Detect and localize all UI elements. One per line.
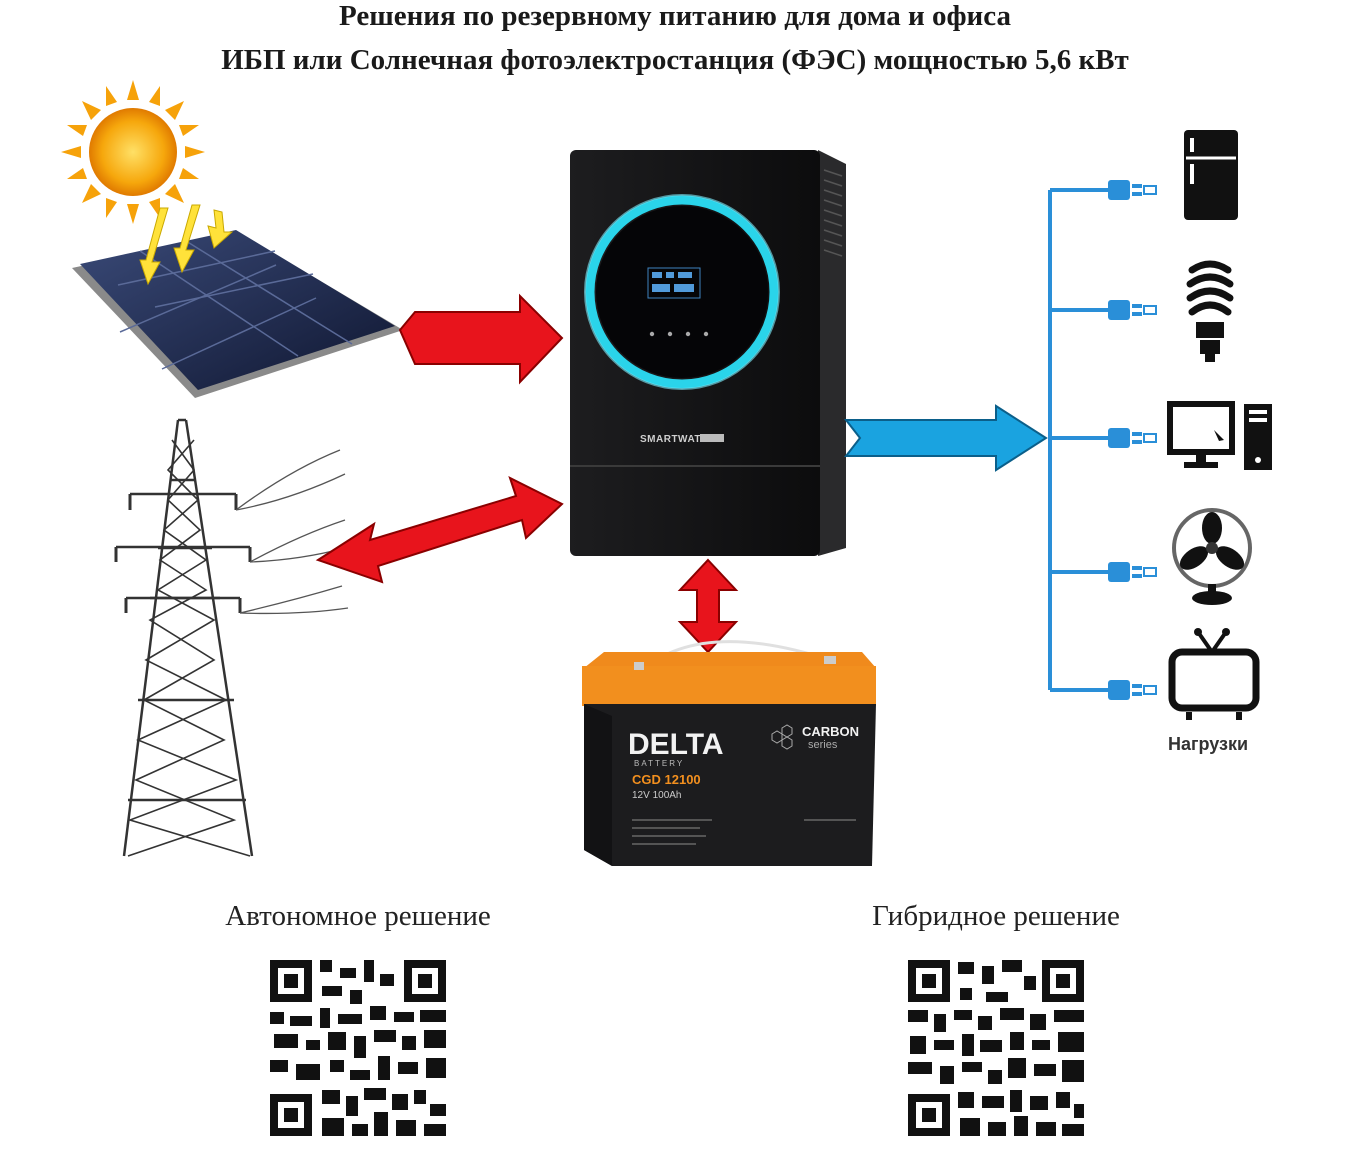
sun-icon bbox=[61, 80, 205, 224]
load-bus bbox=[1048, 188, 1110, 692]
solar-panel-icon bbox=[72, 230, 403, 398]
inverter-icon: SMARTWATT bbox=[570, 150, 846, 556]
battery-icon: DELTA BATTERY CARBON series CGD 12100 12… bbox=[582, 640, 876, 866]
computer-icon bbox=[1167, 401, 1272, 470]
fan-icon bbox=[1172, 508, 1252, 605]
battery-spec: 12V 100Ah bbox=[632, 790, 682, 801]
battery-brand-sub: BATTERY bbox=[634, 759, 684, 768]
tv-icon bbox=[1168, 628, 1260, 720]
page-title: Решения по резервному питанию для дома и… bbox=[339, 0, 1011, 32]
carbon-hex-icon bbox=[771, 724, 793, 750]
page-subtitle: ИБП или Солнечная фотоэлектростанция (ФЭ… bbox=[221, 44, 1129, 76]
autonomous-caption: Автономное решение bbox=[225, 900, 491, 932]
inverter-battery-arrow bbox=[677, 558, 739, 654]
qr-code-right[interactable] bbox=[908, 960, 1084, 1136]
qr-code-left[interactable] bbox=[270, 960, 446, 1136]
solar-to-inverter-arrow bbox=[398, 293, 564, 385]
fridge-icon bbox=[1184, 130, 1238, 220]
grid-inverter-arrow bbox=[315, 476, 564, 584]
lamp-icon bbox=[1186, 260, 1234, 362]
power-tower-icon bbox=[114, 418, 254, 857]
sun-ray-arrows bbox=[139, 204, 234, 286]
battery-brand: DELTA bbox=[628, 728, 724, 761]
hybrid-caption: Гибридное решение bbox=[872, 900, 1120, 932]
loads-label: Нагрузки bbox=[1168, 734, 1249, 754]
inverter-brand-label: SMARTWATT bbox=[640, 434, 708, 445]
battery-series-title: CARBON bbox=[802, 724, 859, 739]
power-lines bbox=[235, 449, 349, 615]
battery-model: CGD 12100 bbox=[632, 772, 701, 787]
battery-series-sub: series bbox=[808, 739, 838, 751]
inverter-to-loads-arrow bbox=[843, 404, 1048, 472]
plug-connectors bbox=[1108, 180, 1157, 700]
